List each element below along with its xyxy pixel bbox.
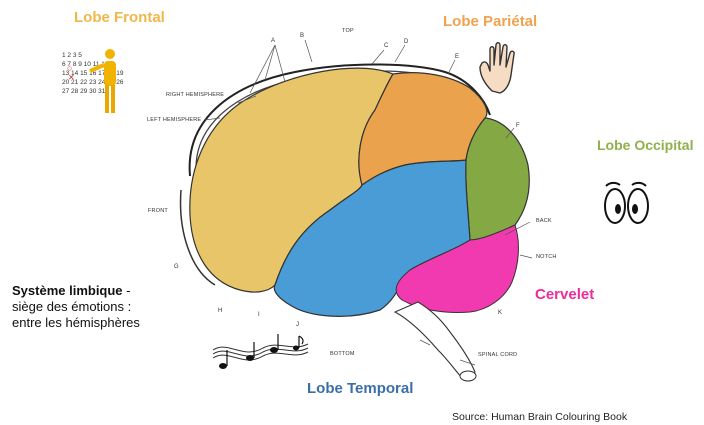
diagram-label-front: FRONT — [148, 208, 168, 214]
diagram-label-spinal-cord: SPINAL CORD — [478, 352, 517, 358]
letter-marker: C — [384, 43, 389, 49]
label-parietal-lobe: Lobe Pariétal — [443, 13, 537, 30]
music-notes-icon — [208, 330, 318, 380]
letter-marker: J — [296, 322, 299, 328]
label-temporal-lobe: Lobe Temporal — [307, 380, 413, 397]
letter-marker: H — [218, 308, 223, 314]
label-cervelet: Cervelet — [535, 286, 594, 303]
diagram-label-left-hemisphere: LEFT HEMISPHERE — [147, 117, 201, 123]
hand-icon — [474, 37, 534, 97]
eyes-icon — [602, 176, 652, 231]
letter-marker: I — [258, 312, 260, 318]
letter-marker: F — [516, 123, 520, 129]
letter-marker: G — [174, 264, 179, 270]
brain-stem — [395, 302, 475, 378]
limbic-title-line: Système limbique - — [12, 283, 140, 299]
spinal-cord-end — [460, 371, 476, 381]
letter-marker: E — [455, 54, 459, 60]
label-occipital-lobe: Lobe Occipital — [597, 137, 693, 153]
letter-marker: D — [404, 39, 409, 45]
diagram-label-right-hemisphere: RIGHT HEMISPHERE — [166, 92, 224, 98]
limbic-line-1: siège des émotions : — [12, 299, 140, 315]
limbic-line-2: entre les hémisphères — [12, 315, 140, 331]
letter-marker: A — [271, 38, 275, 44]
diagram-label-top: TOP — [342, 28, 354, 34]
letter-marker: K — [498, 310, 502, 316]
calendar-figure-icon — [78, 45, 128, 120]
diagram-label-notch: NOTCH — [536, 254, 557, 260]
diagram-label-bottom: BOTTOM — [330, 351, 355, 357]
limbic-title: Système limbique — [12, 283, 123, 298]
diagram-label-back: BACK — [536, 218, 552, 224]
letter-marker: B — [300, 33, 304, 39]
limbic-title-dash: - — [123, 283, 131, 298]
calendar-circle-mark: ○ — [67, 63, 72, 73]
calendar-cross-mark: ✕ — [68, 73, 75, 82]
limbic-system-note: Système limbique - siège des émotions : … — [12, 283, 140, 331]
label-frontal-lobe: Lobe Frontal — [74, 9, 165, 26]
occipital-lobe-region — [466, 118, 529, 240]
source-caption: Source: Human Brain Colouring Book — [452, 411, 627, 423]
